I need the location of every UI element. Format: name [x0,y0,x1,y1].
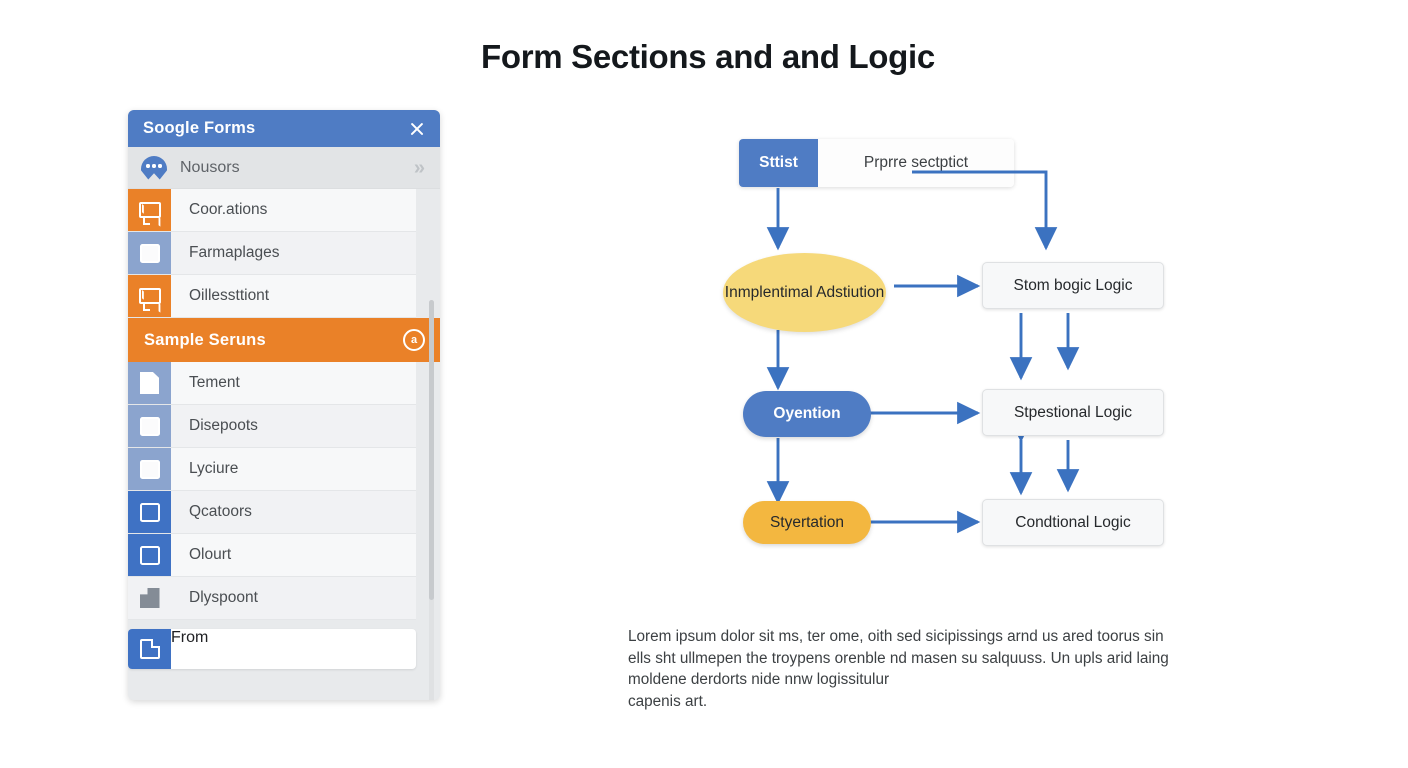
list-item-label: From [171,629,209,669]
node-label: Oyention [773,405,841,423]
node-label: Stom bogic Logic [1013,276,1133,294]
close-icon[interactable] [408,120,426,138]
from-row-container: From [128,629,440,679]
list-item[interactable]: Farmaplages [128,232,416,275]
section-header-sample-seruns: Sample Seruns a [128,318,440,362]
diagram-arrows [766,170,1080,534]
sidebar-list-bottom: Tement Disepoots Lyciure Qcatoors Olourt… [128,362,440,620]
list-item[interactable]: Oillessttiont [128,275,416,318]
body-line: capenis art. [628,692,708,710]
node-inmplentimal-adstiution[interactable]: Inmplentimal Adstiution [723,253,886,332]
list-item[interactable]: Qcatoors [128,491,416,534]
body-paragraph: Lorem ipsum dolor sit ms, ter ome, oith … [628,626,1288,712]
sidebar-list-top: Coor.ations Farmaplages Oillessttiont [128,189,440,318]
node-label: Stpestional Logic [1013,403,1133,421]
page-title: Form Sections and and Logic [481,38,935,75]
list-item-label: Qcatoors [171,491,416,533]
forms-sidebar-panel: Soogle Forms Nousors » Coor.ations Farma… [128,110,440,700]
list-item[interactable]: Coor.ations [128,189,416,232]
row-swatch [128,629,171,669]
square-outline-icon [139,545,160,565]
node-oyention[interactable]: Oyention [743,391,871,437]
row-swatch [128,232,171,274]
row-swatch [128,534,171,576]
page-icon [140,372,159,394]
row-swatch [128,275,171,317]
speech-bubble-icon [141,155,167,180]
panel-title: Soogle Forms [143,119,256,137]
list-item[interactable]: Dlyspoont [128,577,416,620]
square-outline-icon [139,502,160,522]
section-header-title: Sample Seruns [144,330,266,349]
list-item-label: Dlyspoont [171,577,416,619]
node-label: Condtional Logic [1015,513,1131,531]
square-icon [139,459,160,479]
list-item[interactable]: Lyciure [128,448,416,491]
square-icon [139,243,160,263]
list-item-label: Coor.ations [171,189,416,231]
body-line: Lorem ipsum dolor sit ms, ter ome, oith … [628,628,1164,645]
node-styertation[interactable]: Styertation [743,501,871,544]
list-item[interactable]: Olourt [128,534,416,577]
envelope-icon [138,288,161,311]
body-line: moldene derdorts nide nnw logissitulur [628,671,890,688]
row-swatch [128,362,171,404]
node-stom-bogic-logic[interactable]: Stom bogic Logic [982,262,1164,309]
square-icon [139,416,160,436]
row-swatch [128,577,171,619]
tab-prprre-sectptict[interactable]: Prprre sectptict [818,139,1014,187]
node-stpestional-logic[interactable]: Stpestional Logic [982,389,1164,436]
list-item-label: Tement [171,362,416,404]
list-item-label: Farmaplages [171,232,416,274]
envelope-icon [138,202,161,225]
list-item[interactable]: Disepoots [128,405,416,448]
tab-sttist[interactable]: Sttist [739,139,818,187]
row-swatch [128,189,171,231]
row-swatch [128,448,171,490]
logic-flow-diagram: Sttist Prprre sectptict [626,120,1266,590]
document-corner-icon [139,639,160,659]
at-circle-icon[interactable]: a [403,329,425,351]
folder-icon [139,588,160,608]
nousors-label: Nousors [180,158,240,176]
scrollbar-thumb[interactable] [429,300,434,600]
row-swatch [128,491,171,533]
list-item[interactable]: Tement [128,362,416,405]
diagram-tabs: Sttist Prprre sectptict [739,139,1014,187]
list-item-from[interactable]: From [128,629,416,669]
list-item-label: Disepoots [171,405,416,447]
sidebar-item-nousors[interactable]: Nousors » [128,147,440,189]
node-label: Styertation [769,513,845,531]
body-line: ells sht ullmepen the troypens orenble n… [628,649,1169,667]
list-item-label: Oillessttiont [171,275,416,317]
chevron-double-right-icon[interactable]: » [413,156,425,179]
panel-header: Soogle Forms [128,110,440,147]
list-item-label: Olourt [171,534,416,576]
node-condtional-logic[interactable]: Condtional Logic [982,499,1164,546]
node-label: Inmplentimal Adstiution [724,283,885,301]
row-swatch [128,405,171,447]
list-item-label: Lyciure [171,448,416,490]
